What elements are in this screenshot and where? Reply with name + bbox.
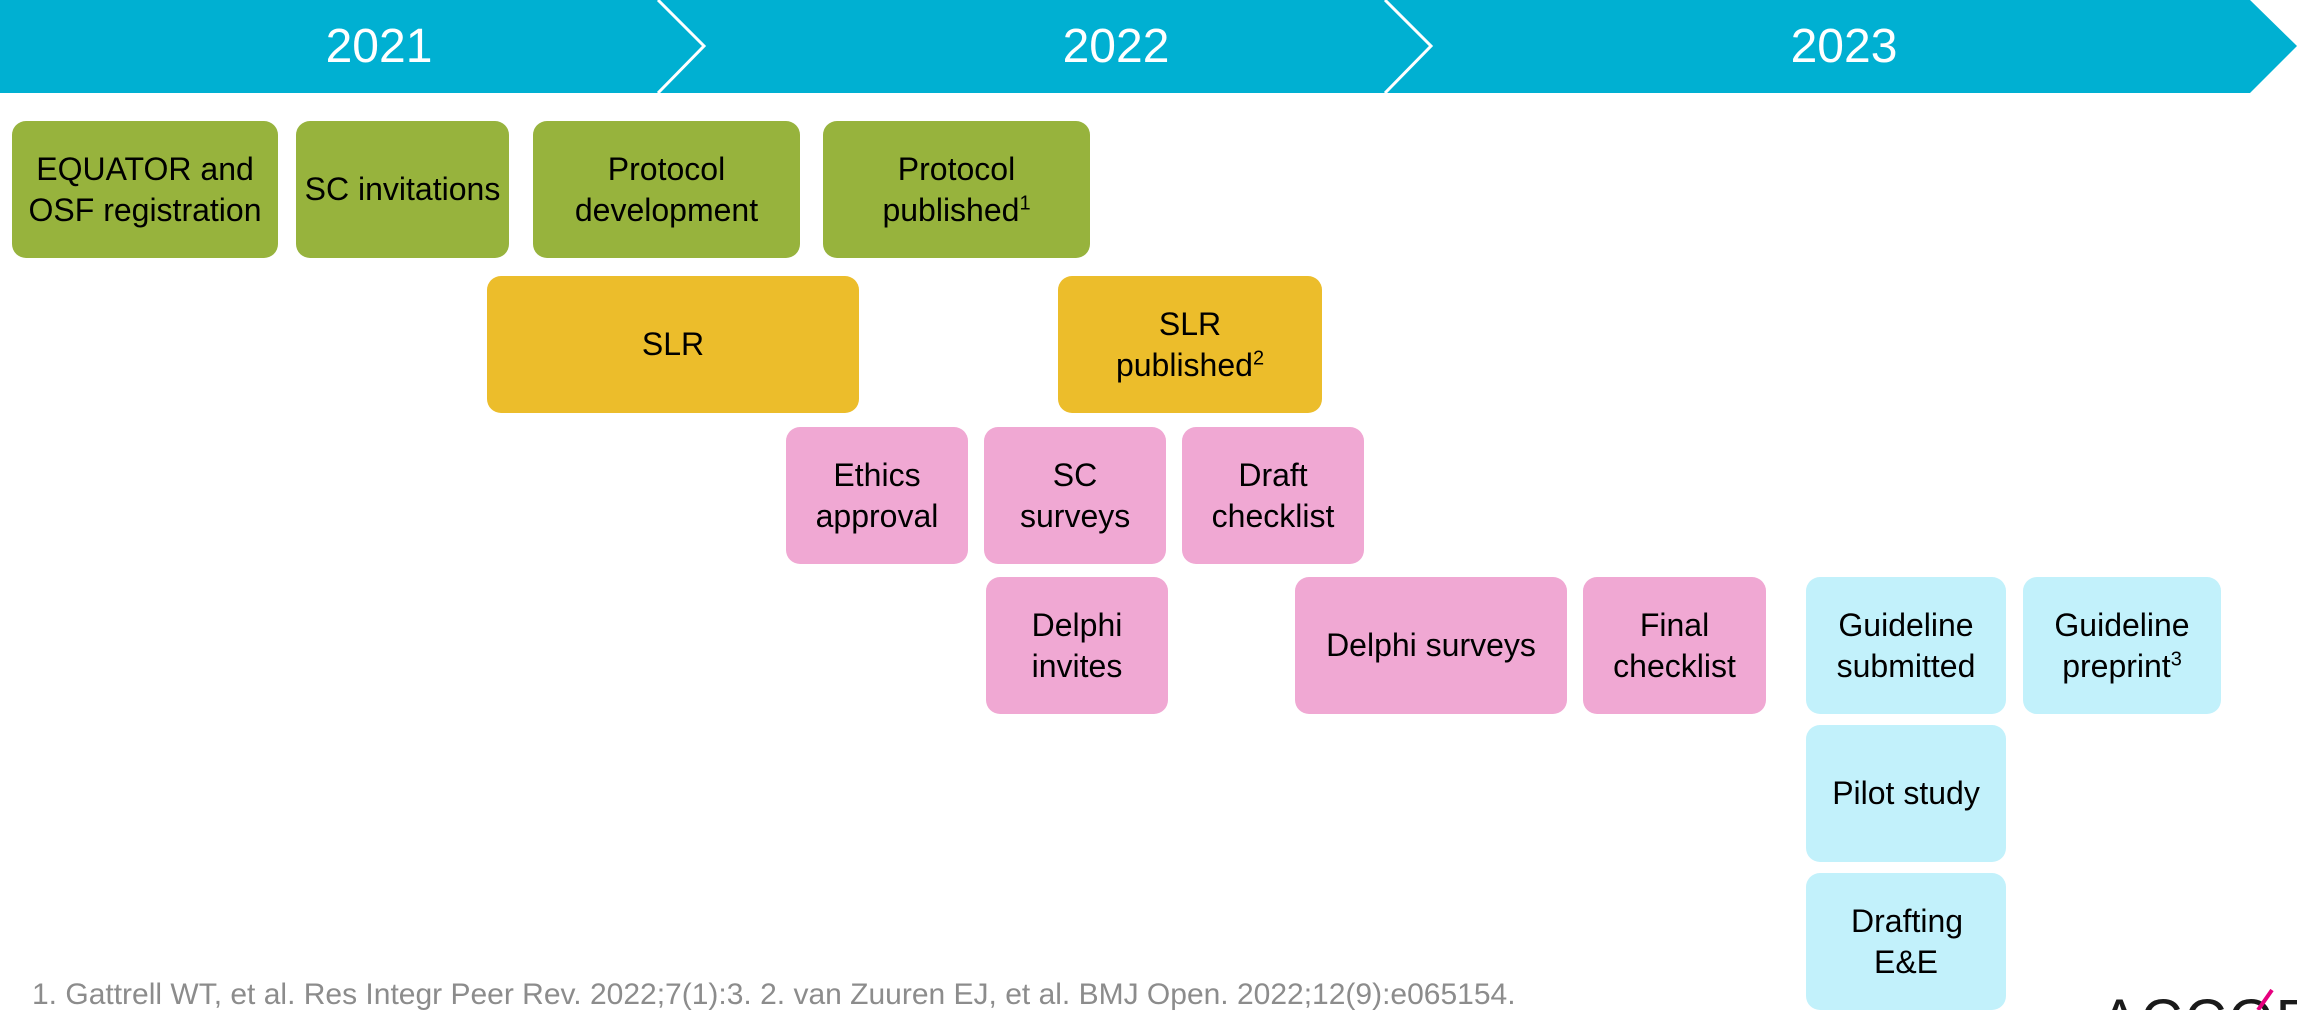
box-ethics-approval: Ethics approval (786, 427, 968, 564)
box-label: Protocol development (574, 150, 759, 228)
box-label: Ethics approval (815, 456, 939, 534)
box-label-group: Protocol published1 (829, 149, 1084, 231)
box-label: SC surveys (1020, 456, 1131, 534)
box-equator-osf-registration: EQUATOR and OSF registration (12, 121, 278, 258)
box-protocol-published: Protocol published1 (823, 121, 1090, 258)
reference-1: 1 (1019, 191, 1031, 214)
year-2023-label: 2023 (1790, 20, 1898, 73)
banner-divider-1 (656, 0, 707, 93)
box-sc-surveys: SC surveys (984, 427, 1166, 564)
box-label: EQUATOR and OSF registration (28, 150, 262, 228)
box-guideline-preprint: Guideline preprint3 (2023, 577, 2221, 714)
box-guideline-submitted: Guideline submitted (1806, 577, 2006, 714)
accord-logo: ACCORD (2100, 988, 2297, 1010)
box-label: Drafting E&E (1851, 902, 1964, 980)
box-sc-invitations: SC invitations (296, 121, 509, 258)
year-2021-label: 2021 (325, 20, 433, 73)
box-final-checklist: Final checklist (1583, 577, 1766, 714)
reference-3: 3 (2170, 647, 2182, 670)
box-delphi-invites: Delphi invites (986, 577, 1168, 714)
year-banner (0, 0, 2297, 93)
box-pilot-study: Pilot study (1806, 725, 2006, 862)
box-draft-checklist: Draft checklist (1182, 427, 1364, 564)
box-label: Guideline submitted (1836, 606, 1976, 684)
svg-text:ACCORD: ACCORD (2100, 988, 2297, 1010)
box-slr: SLR (487, 276, 859, 413)
box-label: Draft checklist (1211, 456, 1335, 534)
banner-divider-2 (1383, 0, 1434, 93)
year-2022-label: 2022 (1062, 20, 1170, 73)
box-label: Final checklist (1613, 606, 1736, 684)
reference-2: 2 (1252, 346, 1265, 369)
box-protocol-development: Protocol development (533, 121, 800, 258)
box-delphi-surveys: Delphi surveys (1295, 577, 1567, 714)
box-label: SLR published (1115, 305, 1253, 383)
box-label: Protocol published (882, 150, 1020, 228)
box-label: SLR (641, 326, 705, 362)
box-label-group: SLR published2 (1095, 304, 1285, 386)
banner-arrow (0, 0, 2297, 93)
box-label: Delphi invites (1031, 606, 1123, 684)
box-label: Delphi surveys (1326, 627, 1536, 663)
box-drafting-ee: Drafting E&E (1806, 873, 2006, 1010)
references-footnote: 1. Gattrell WT, et al. Res Integr Peer R… (32, 978, 1516, 1011)
box-label: Pilot study (1832, 775, 1980, 811)
box-label-group: Guideline preprint3 (2037, 605, 2207, 687)
box-slr-published: SLR published2 (1058, 276, 1322, 413)
box-label: Guideline preprint (2054, 606, 2190, 684)
box-label: SC invitations (304, 171, 501, 207)
